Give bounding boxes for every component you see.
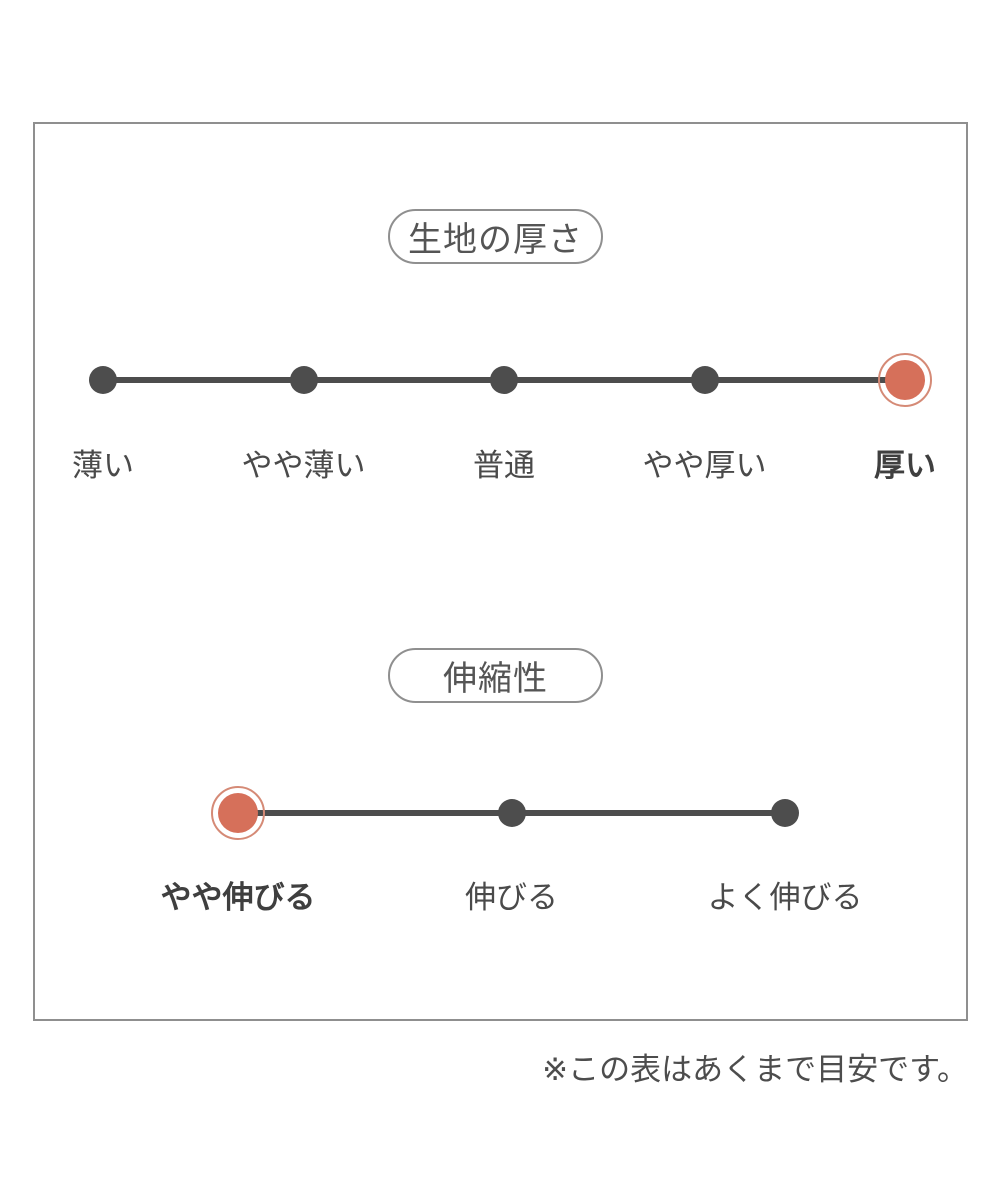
disclaimer-note: ※この表はあくまで目安です。 [542,1052,968,1087]
section-title-stretch: 伸縮性 [443,660,548,698]
chart-border-box [33,122,968,1021]
section-title-pill-stretch: 伸縮性 [388,648,603,703]
section-title-pill-thickness: 生地の厚さ [388,209,603,264]
section-title-thickness: 生地の厚さ [408,221,583,259]
